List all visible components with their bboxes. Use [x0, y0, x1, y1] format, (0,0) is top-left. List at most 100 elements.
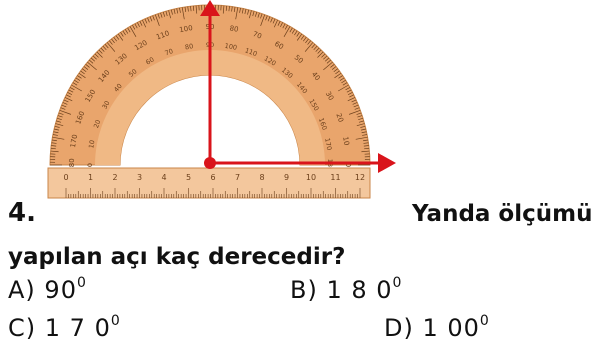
protractor-tick — [51, 139, 57, 142]
protractor-tick — [192, 5, 195, 11]
protractor-inner-label: 80 — [184, 42, 194, 51]
protractor-tick — [360, 128, 366, 131]
protractor-tick — [358, 120, 364, 123]
protractor-tick — [277, 21, 281, 26]
protractor-outer-label: 180 — [68, 158, 76, 171]
protractor-tick — [222, 5, 225, 14]
protractor-tick — [317, 49, 322, 54]
protractor-tick — [82, 68, 87, 72]
protractor-tick — [106, 42, 116, 52]
option-a[interactable]: A) 900 — [8, 275, 87, 304]
question-number: 4. — [8, 198, 36, 228]
option-d-letter: D) — [384, 314, 414, 342]
protractor-outer-label: 80 — [229, 24, 239, 33]
vertical-arrow-head-icon — [200, 0, 220, 16]
protractor-tick — [113, 37, 117, 42]
protractor-tick — [244, 9, 247, 15]
protractor-tick — [355, 136, 368, 140]
protractor-tick — [338, 75, 343, 79]
protractor-tick — [67, 92, 73, 95]
protractor-tick — [239, 7, 241, 13]
protractor-tick — [260, 13, 263, 19]
protractor-center-dot — [204, 157, 216, 169]
protractor-tick — [190, 6, 192, 12]
protractor-tick — [92, 55, 97, 60]
protractor-inner-label: 20 — [92, 119, 102, 130]
protractor-tick — [257, 12, 260, 18]
protractor-tick — [195, 5, 198, 14]
protractor-tick — [303, 37, 307, 42]
protractor-outer-scale: 1801701601501401301201101009080706050403… — [68, 23, 352, 172]
protractor-tick — [142, 19, 147, 28]
protractor-figure: 1801701601501401301201101009080706050403… — [47, 0, 396, 199]
protractor-tick — [334, 72, 342, 79]
option-b-degree: 0 — [392, 275, 403, 291]
protractor-inner-label: 160 — [317, 117, 329, 131]
ruler-number: 7 — [235, 173, 240, 182]
protractor-tick — [284, 24, 288, 30]
protractor-tick — [60, 107, 66, 110]
protractor-tick — [349, 94, 354, 98]
protractor-tick — [241, 8, 244, 14]
protractor-inner-label: 100 — [224, 42, 238, 52]
option-c-letter: C) — [8, 314, 37, 342]
protractor-tick — [305, 38, 309, 44]
option-a-degree: 0 — [76, 275, 87, 291]
protractor-tick — [280, 22, 283, 28]
option-b[interactable]: B) 1 8 00 — [290, 275, 403, 304]
protractor-tick — [233, 6, 236, 12]
protractor-tick — [260, 14, 266, 27]
protractor-tick — [80, 70, 85, 75]
protractor-tick — [54, 125, 60, 128]
protractor-outer-label: 60 — [273, 40, 285, 51]
protractor-tick — [252, 11, 255, 17]
protractor-outer-label: 40 — [310, 70, 322, 82]
ruler-body — [47, 167, 371, 199]
protractor-tick — [270, 17, 273, 23]
protractor-tick — [347, 92, 353, 95]
protractor-tick — [72, 82, 78, 86]
protractor-tick — [324, 57, 330, 62]
protractor-tick — [351, 99, 357, 103]
ruler-number: 11 — [330, 173, 340, 182]
protractor-tick — [170, 9, 173, 15]
option-b-letter: B) — [290, 276, 318, 304]
protractor-outer-label: 70 — [252, 30, 263, 41]
protractor-inner-label: 70 — [164, 47, 175, 57]
option-d[interactable]: D) 1 000 — [384, 313, 490, 342]
protractor-tick — [296, 32, 300, 37]
option-d-value: 1 00 — [422, 314, 480, 342]
protractor-tick — [347, 97, 356, 102]
protractor-tick — [342, 82, 348, 86]
protractor-tick — [346, 89, 352, 93]
protractor-tick — [307, 40, 311, 45]
protractor-tick — [66, 94, 71, 98]
protractor-tick — [56, 117, 62, 121]
protractor-tick — [162, 11, 166, 17]
protractor-inner-label: 180 — [326, 159, 334, 171]
ruler-number: 4 — [161, 173, 166, 182]
protractor-tick — [321, 53, 326, 58]
protractor-tick — [323, 61, 333, 71]
protractor-tick — [348, 109, 361, 115]
protractor-inner-label: 170 — [323, 137, 333, 151]
protractor-inner-label: 40 — [112, 82, 123, 93]
protractor-tick — [77, 75, 82, 79]
protractor-tick — [335, 70, 340, 75]
protractor-tick — [337, 84, 349, 92]
protractor-tick — [265, 15, 268, 21]
protractor-tick — [184, 6, 187, 12]
protractor-tick — [326, 59, 331, 64]
protractor-tick — [154, 14, 160, 27]
protractor-tick — [129, 26, 137, 38]
option-c[interactable]: C) 1 7 00 — [8, 313, 121, 342]
protractor-tick — [353, 104, 359, 108]
protractor-tick — [300, 35, 305, 40]
protractor-tick — [62, 102, 68, 105]
protractor-tick — [361, 150, 370, 153]
protractor-tick — [56, 120, 62, 123]
protractor-tick — [249, 10, 252, 19]
protractor-tick — [83, 66, 89, 70]
protractor-tick — [100, 47, 105, 52]
protractor-tick — [71, 84, 83, 92]
